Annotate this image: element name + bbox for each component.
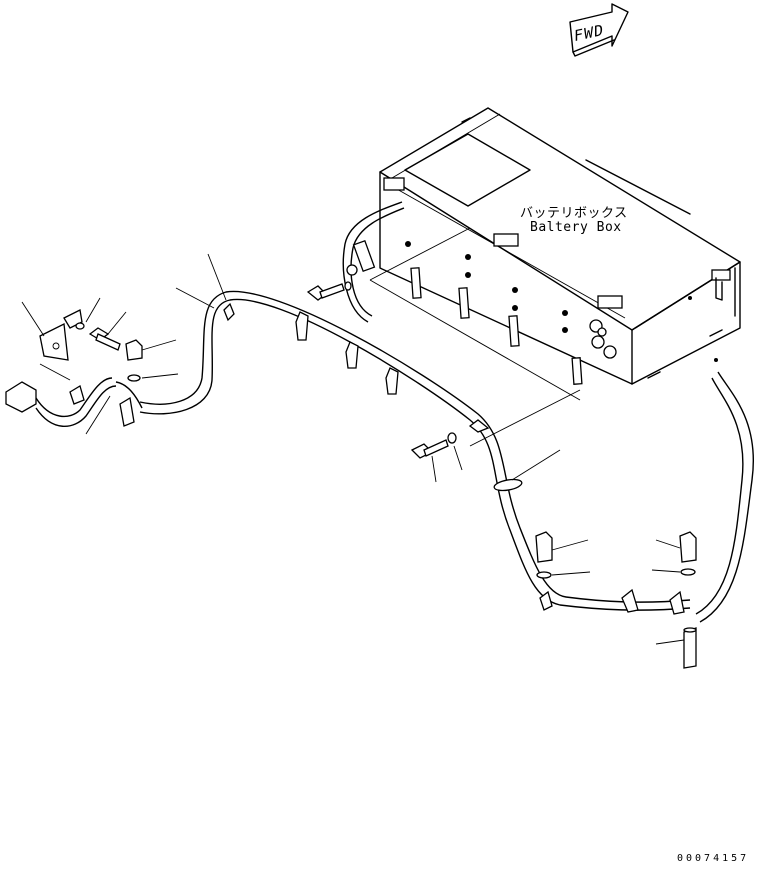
battery-box [379,107,741,385]
battery-box-label-en: Baltery Box [530,220,622,235]
main-cable-harness [139,290,691,615]
leader-lines [21,253,685,645]
fwd-arrow-icon [569,3,629,57]
left-connector [5,377,143,428]
battery-box-label-jp: バッテリボックス [520,206,628,221]
drawing-number: 00074157 [677,853,750,864]
mounting-plate [352,227,583,447]
ground-cable [695,358,754,623]
fasteners [75,281,697,669]
left-bracket [39,309,83,361]
jumper-cable [342,201,405,323]
